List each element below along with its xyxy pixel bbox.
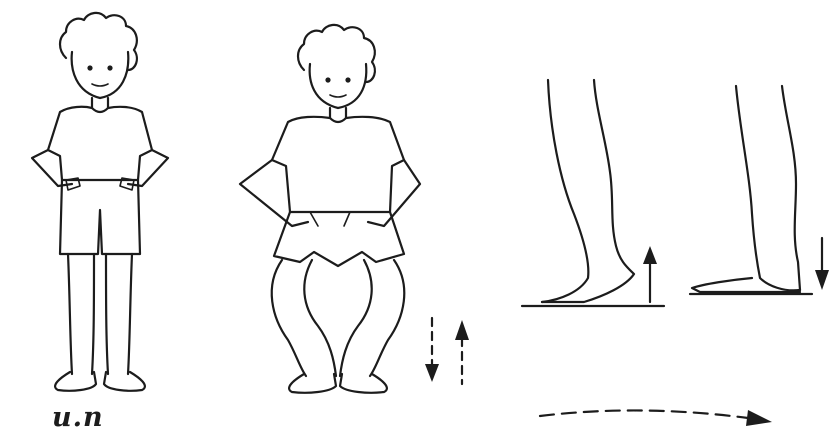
figure-1-left-shoe: [55, 372, 96, 391]
figure-2-mouth: [330, 95, 346, 97]
figure-2-right-arm: [368, 160, 420, 226]
figure-1-mouth: [92, 84, 108, 86]
figure-2-left-arm: [240, 160, 308, 226]
figure-1-left-leg: [68, 254, 94, 374]
figure-1-face: [72, 52, 129, 98]
walk-forward-arrow: [540, 410, 772, 426]
figure-2-shirt: [272, 117, 404, 212]
figure-2-right-shoe: [340, 374, 387, 393]
dashed-arrow-shaft: [540, 410, 748, 418]
figure-1-shirt: [48, 107, 152, 180]
foot-2-front-contour: [782, 86, 800, 290]
figure-2-shorts: [274, 212, 404, 266]
arrow-down-head: [425, 364, 439, 382]
dashed-arrow-head: [746, 410, 772, 426]
figure-2-neck: [330, 108, 346, 118]
figure-2-left-leg: [272, 260, 336, 376]
figure-1-neck: [92, 98, 108, 108]
foot-1-back-contour: [542, 80, 588, 302]
figure-1-eye-left: [88, 66, 92, 70]
figure-half-squat: [240, 25, 420, 393]
figure-1-shorts: [60, 180, 140, 254]
foot-1-arrow-up-head: [643, 246, 657, 264]
figure-2-left-shoe: [289, 374, 336, 393]
figure-1-right-shoe: [104, 372, 145, 391]
figure-1-eye-right: [108, 66, 112, 70]
arrow-up-head: [455, 320, 469, 340]
figure-starting-position: [32, 13, 168, 391]
foot-flat: [690, 86, 829, 294]
foot-heel-raised: [522, 80, 664, 306]
squat-direction-arrows: [425, 318, 469, 384]
starting-position-caption: и.п: [52, 402, 104, 433]
figure-2-shorts-fold: [310, 212, 350, 226]
foot-2-arrow-down-head: [815, 270, 829, 290]
foot-2-back-contour: [736, 86, 800, 290]
figure-2-face: [310, 64, 367, 108]
figure-2-right-leg: [340, 260, 404, 376]
figure-2-eye-left: [326, 78, 330, 82]
figure-1-right-leg: [106, 254, 132, 374]
figure-2-eye-right: [346, 78, 350, 82]
